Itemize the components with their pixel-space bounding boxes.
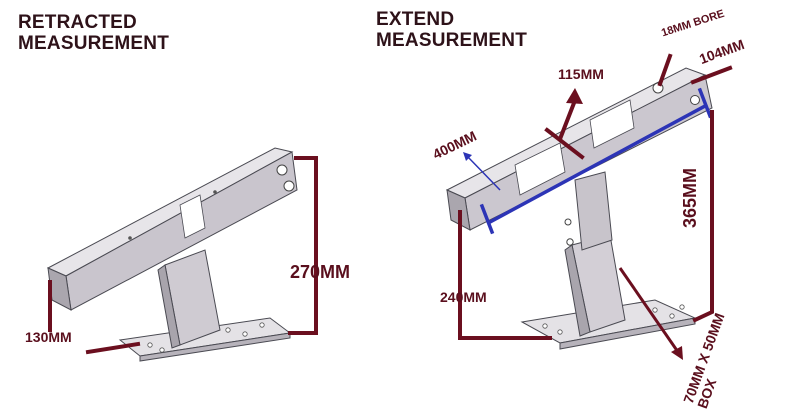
retracted-height-dimension xyxy=(288,156,318,335)
retracted-title-line2: MEASUREMENT xyxy=(18,33,170,54)
extended-base-height-dimension xyxy=(458,210,552,340)
extend-title-line2: MEASUREMENT xyxy=(376,30,528,51)
retracted-title-line1: RETRACTED xyxy=(18,12,137,33)
retracted-base-label: 130MM xyxy=(25,329,72,345)
top-width-label: 115MM xyxy=(558,66,604,82)
extend-title-line1: EXTEND xyxy=(376,9,455,30)
extended-length-dimension xyxy=(479,87,713,235)
extended-tall-dimension xyxy=(692,110,714,323)
retracted-height-label: 270MM xyxy=(290,262,351,282)
extended-base-height-label: 240MM xyxy=(440,289,487,305)
extended-post-upper xyxy=(574,171,613,251)
extended-arm xyxy=(445,67,707,199)
extended-tall-label: 365MM xyxy=(680,167,700,228)
